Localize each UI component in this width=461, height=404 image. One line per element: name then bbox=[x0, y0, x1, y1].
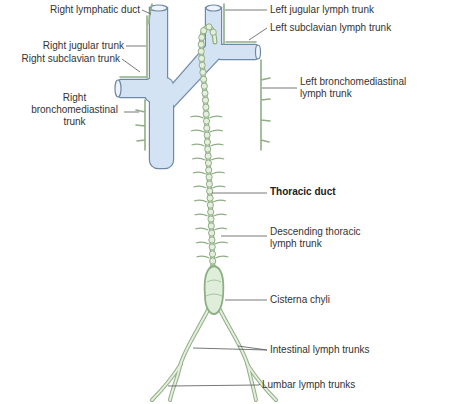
structure-label: Cisterna chyli bbox=[270, 294, 330, 306]
intestinal-trunk bbox=[219, 308, 256, 400]
duct-bead bbox=[199, 62, 205, 68]
cisterna-folds bbox=[206, 280, 222, 296]
right-subclavian-trunk bbox=[120, 76, 146, 78]
duct-bead bbox=[207, 188, 213, 194]
duct-bead bbox=[198, 48, 204, 54]
leader-line bbox=[124, 112, 139, 113]
right-jugular-trunk bbox=[146, 16, 148, 78]
intercostal-branch bbox=[195, 214, 227, 216]
intercostal-branch bbox=[195, 228, 227, 230]
intercostal-branches bbox=[190, 116, 228, 258]
duct-bead bbox=[209, 230, 215, 236]
leader-line bbox=[142, 10, 151, 14]
duct-bead bbox=[202, 97, 208, 103]
right-bronchomediastinal-trunk bbox=[136, 100, 145, 150]
structure-label: Right bronchomediastinal trunk bbox=[27, 92, 122, 127]
duct-bead bbox=[206, 174, 212, 180]
leader-line bbox=[126, 46, 146, 47]
duct-bead bbox=[209, 251, 215, 257]
structure-label: Right subclavian trunk bbox=[22, 53, 120, 65]
jugular-opening bbox=[150, 5, 167, 11]
duct-bead bbox=[208, 223, 214, 229]
duct-bead bbox=[210, 29, 216, 35]
structure-label: Left bronchomediastinal lymph trunk bbox=[300, 76, 432, 100]
duct-bead bbox=[203, 104, 209, 110]
vein-fill bbox=[118, 8, 258, 168]
intercostal-branch bbox=[192, 158, 224, 160]
duct-bead bbox=[209, 237, 215, 243]
duct-bead bbox=[204, 132, 210, 138]
duct-bead bbox=[206, 167, 212, 173]
cisterna-chyli-sac bbox=[205, 266, 224, 314]
structure-label: Thoracic duct bbox=[270, 186, 336, 198]
leader-line bbox=[259, 384, 260, 385]
intercostal-branch bbox=[196, 256, 228, 258]
structure-label: Lumbar lymph trunks bbox=[262, 379, 355, 391]
structure-label: Left subclavian lymph trunk bbox=[270, 22, 391, 34]
duct-bead bbox=[201, 83, 207, 89]
leader-line bbox=[193, 348, 267, 350]
subclavian-opening bbox=[115, 80, 121, 97]
left-subclavian-trunk bbox=[226, 41, 256, 43]
duct-bead bbox=[208, 216, 214, 222]
leader-line bbox=[225, 300, 267, 301]
duct-bead bbox=[206, 24, 212, 30]
duct-bead bbox=[200, 69, 206, 75]
duct-bead bbox=[207, 202, 213, 208]
lymph-trunks bbox=[120, 4, 270, 150]
duct-bead bbox=[204, 125, 210, 131]
intercostal-branch bbox=[190, 116, 222, 118]
duct-beads bbox=[198, 24, 216, 271]
left-jugular-trunk bbox=[223, 4, 225, 44]
duct-bead bbox=[205, 146, 211, 152]
intercostal-branch bbox=[193, 172, 225, 174]
structure-label: Intestinal lymph trunks bbox=[270, 344, 370, 356]
lumbar-trunk bbox=[152, 364, 181, 400]
leader-line bbox=[249, 28, 267, 40]
structure-label: Right jugular trunk bbox=[43, 40, 124, 52]
leader-line bbox=[225, 10, 267, 11]
intercostal-branch bbox=[191, 130, 223, 132]
intercostal-branch bbox=[196, 242, 228, 244]
duct-bead bbox=[198, 41, 204, 47]
duct-bead bbox=[210, 258, 216, 264]
structure-label: Right lymphatic duct bbox=[50, 4, 140, 16]
leader-line bbox=[212, 193, 267, 194]
subclavian-opening bbox=[256, 45, 261, 59]
intercostal-branch bbox=[192, 144, 224, 146]
leader-lines bbox=[122, 10, 297, 386]
intercostal-branch bbox=[194, 200, 226, 202]
vein-outline bbox=[118, 8, 258, 168]
lower-trunks bbox=[152, 308, 276, 400]
duct-bead bbox=[199, 55, 205, 61]
leader-line bbox=[168, 385, 259, 386]
duct-bead bbox=[202, 90, 208, 96]
duct-bead bbox=[205, 153, 211, 159]
duct-bead bbox=[208, 209, 214, 215]
intercostal-branch bbox=[193, 186, 225, 188]
structure-label: Left jugular lymph trunk bbox=[270, 4, 374, 16]
left-bronchomediastinal-trunk bbox=[261, 60, 270, 150]
lower-trunk-lumen bbox=[152, 308, 276, 400]
duct-bead bbox=[204, 139, 210, 145]
duct-bead bbox=[203, 118, 209, 124]
duct-bead bbox=[201, 76, 207, 82]
jugular-opening bbox=[206, 5, 221, 11]
duct-bead bbox=[209, 244, 215, 250]
leader-line bbox=[221, 236, 267, 237]
duct-bead bbox=[206, 181, 212, 187]
duct-bead bbox=[207, 195, 213, 201]
structure-label: Descending thoracic lymph trunk bbox=[270, 226, 388, 250]
leader-line bbox=[262, 88, 297, 89]
duct-bead bbox=[199, 34, 205, 40]
leader-line bbox=[122, 59, 140, 72]
duct-bead bbox=[203, 111, 209, 117]
duct-bead bbox=[205, 160, 211, 166]
